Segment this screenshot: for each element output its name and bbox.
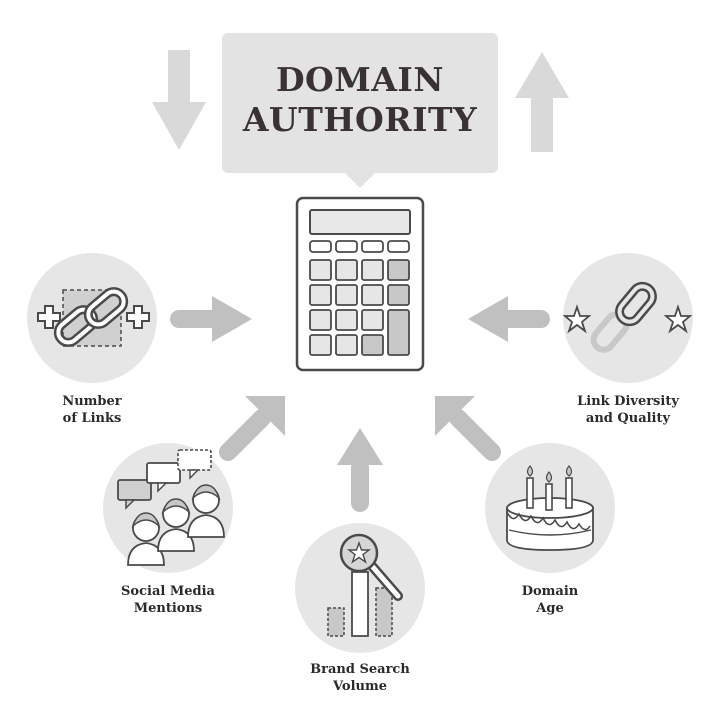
label-line: and Quality [585,411,671,426]
label-line: Age [536,601,564,616]
candle-icon [565,465,573,509]
label-brand-search: Brand Search Volume [295,661,425,695]
label-line: Brand Search [310,662,410,677]
label-line: Number [62,394,122,409]
arrow-age-to-calculator [435,396,501,461]
label-social-media: Social Media Mentions [108,583,228,617]
arrow-diversity-to-calculator [468,296,550,342]
person-icon [127,512,165,566]
star-icon [663,304,693,334]
chain-link-icon [590,281,657,353]
calculator-icon [295,196,425,372]
candle-icon [526,465,534,509]
arrow-down-icon [152,50,206,150]
factor-domain-age [485,443,615,573]
title-line-2: AUTHORITY [242,100,478,139]
bar-icon [351,571,369,637]
label-line: Volume [333,679,387,694]
arrow-up-icon [515,52,569,152]
chat-bubble-icon [117,479,152,510]
factor-social-media [103,443,233,573]
label-line: Mentions [133,601,203,616]
label-line: Domain [521,584,579,599]
person-icon [187,484,225,538]
page-title: DOMAIN AUTHORITY [220,60,500,140]
factor-link-diversity [562,253,693,383]
label-domain-age: Domain Age [500,583,600,617]
plus-icon [126,305,150,329]
arrow-social-to-calculator [219,396,285,461]
label-line: Link Diversity [577,394,679,409]
person-icon [157,498,195,552]
chain-link-icon [53,287,129,347]
magnifier-star-icon [339,533,403,601]
candle-icon [545,471,553,511]
factor-brand-search [295,523,425,653]
label-number-of-links: Number of Links [42,393,142,427]
factor-number-of-links [27,253,157,383]
label-line: of Links [62,411,122,426]
title-box [222,33,498,188]
arrow-links-to-calculator [170,296,252,342]
star-icon [562,304,592,334]
label-link-diversity: Link Diversity and Quality [563,393,693,427]
label-line: Social Media [121,584,215,599]
bar-icon [327,607,345,637]
bar-icon [375,587,393,637]
chat-bubble-icon [146,462,181,493]
chat-bubble-icon [177,449,212,480]
title-line-1: DOMAIN [275,60,445,99]
arrow-brand-to-calculator [337,428,383,512]
